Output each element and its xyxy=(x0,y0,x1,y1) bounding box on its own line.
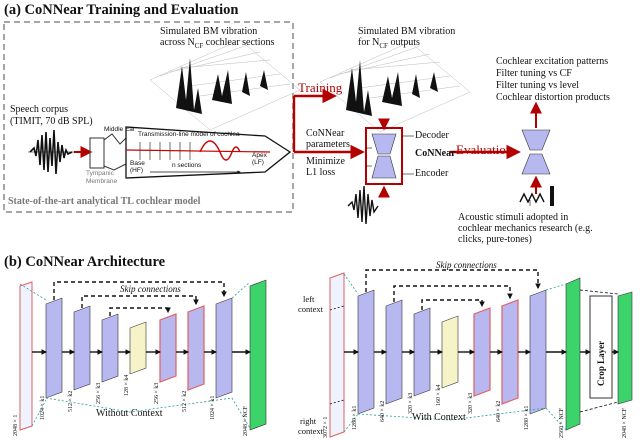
right-dim-7: 640 × k2 xyxy=(496,400,502,422)
state-of-art-label: State-of-the-art analytical TL cochlear … xyxy=(8,196,201,207)
right-dim-2: 1280 × k1 xyxy=(352,405,358,430)
speech-waveform xyxy=(28,129,74,175)
minimize-line2: L1 loss xyxy=(306,167,336,178)
left-dim-6: 256 × k3 xyxy=(154,382,160,404)
panel-a-title: (a) CoNNear Training and Evaluation xyxy=(4,2,239,18)
bm-waterfall-right-peaks xyxy=(346,60,438,116)
connear-train-network xyxy=(365,127,403,185)
arch-right xyxy=(329,269,633,438)
eval-item-1: Cochlear excitation patterns xyxy=(496,56,609,67)
sim-bm-right-line2: for NCF outputs xyxy=(358,37,420,50)
skip-connections-left: Skip connections xyxy=(120,284,181,294)
eval-item-2: Filter tuning vs CF xyxy=(496,68,572,79)
decoder-label: Decoder xyxy=(415,130,449,141)
left-context-line2: context xyxy=(298,304,324,314)
tympanic-label: Tympanic xyxy=(86,170,114,177)
n-sections-label: n sections xyxy=(172,162,202,169)
left-dim-1: 2048 × 1 xyxy=(13,414,19,436)
eval-item-3: Filter tuning vs level xyxy=(496,80,580,91)
without-context-label: Without Context xyxy=(96,408,163,419)
right-dim-5: 160 × k4 xyxy=(436,384,442,406)
apex-label: Apex xyxy=(252,152,267,159)
pure-tone-icon xyxy=(519,192,545,204)
speech-corpus-sub: (TIMIT, 70 dB SPL) xyxy=(10,116,93,127)
sim-bm-left-line1: Simulated BM vibration xyxy=(160,26,258,37)
right-dim-9: 2560 × NCF xyxy=(559,407,565,438)
middle-ear-label: Middle Ear xyxy=(104,126,136,133)
speech-waveform-small xyxy=(347,185,379,225)
crop-layer-box xyxy=(589,295,613,399)
left-dim-5: 128 × k4 xyxy=(124,374,130,396)
connear-params-line2: parameters xyxy=(306,139,350,150)
left-dim-3: 512 × k2 xyxy=(68,390,74,412)
left-context-line1: left xyxy=(303,294,315,304)
right-dim-3: 640 × k2 xyxy=(380,400,386,422)
left-dim-9: 2048 × NCF xyxy=(243,405,249,436)
panel-b-title: (b) CoNNear Architecture xyxy=(4,254,166,270)
connear-label: CoNNear xyxy=(415,148,456,159)
left-dim-7: 512 × k2 xyxy=(182,390,188,412)
right-dim-6: 320 × k3 xyxy=(468,392,474,414)
sim-bm-left-line2: across NCF cochlear sections xyxy=(160,37,275,50)
crop-layer-label: Crop Layer xyxy=(596,340,606,386)
tl-model-label: Transmission-line model of cochlea xyxy=(138,131,240,138)
left-dim-4: 256 × k3 xyxy=(96,382,102,404)
training-label: Training xyxy=(298,80,343,95)
bm-waterfall-left-peaks xyxy=(176,58,268,114)
click-icon xyxy=(550,186,554,206)
eval-item-4: Cochlear distortion products xyxy=(496,92,610,103)
minimize-line1: Minimize xyxy=(306,156,345,167)
evaluation-label: Evaluation xyxy=(456,142,513,157)
base-label: Base xyxy=(130,160,145,167)
cochlea-tube xyxy=(125,126,292,179)
membrane-label: Membrane xyxy=(86,178,118,185)
acoustic-line1: Acoustic stimuli adopted in xyxy=(458,212,569,223)
with-context-label: With Context xyxy=(412,412,466,423)
acoustic-line2: cochlear mechanics research (e.g. xyxy=(458,223,593,234)
connear-eval-network xyxy=(521,129,551,175)
sim-bm-right-line1: Simulated BM vibration xyxy=(358,26,456,37)
acoustic-line3: clicks, pure-tones) xyxy=(458,234,532,245)
right-dim-8: 1280 × k1 xyxy=(524,405,530,430)
middle-ear-drawing xyxy=(89,133,127,171)
right-dim-1: 3072 × 1 xyxy=(323,416,329,438)
encoder-label: Encoder xyxy=(415,168,449,179)
connear-params-line1: CoNNear xyxy=(306,128,345,139)
right-context-line1: right xyxy=(300,416,317,426)
left-dim-2: 1024 × k1 xyxy=(40,395,46,420)
right-dim-4: 320 × k3 xyxy=(408,392,414,414)
right-context-line2: context xyxy=(298,426,324,436)
apex-lf-label: (LF) xyxy=(252,159,264,166)
speech-corpus-label: Speech corpus xyxy=(10,104,69,115)
skip-connections-right: Skip connections xyxy=(436,260,497,270)
right-dim-10: 2048 × NCF xyxy=(622,407,628,438)
arch-left xyxy=(19,279,267,431)
left-dim-8: 1024 × k1 xyxy=(210,395,216,420)
base-hf-label: (HF) xyxy=(130,167,143,174)
